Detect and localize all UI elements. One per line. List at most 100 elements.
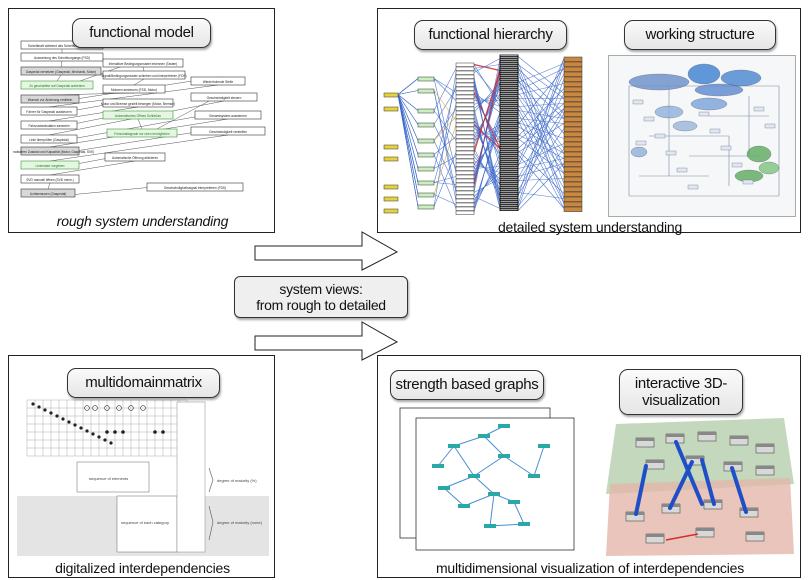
fh-link xyxy=(433,104,457,183)
fh-node xyxy=(499,172,519,176)
fh-link xyxy=(517,104,565,174)
sg-edge xyxy=(473,475,495,495)
fh-node xyxy=(499,98,519,102)
sg-edge xyxy=(473,455,505,477)
fm-node-label: Automatische Öffnung aktivieren xyxy=(112,156,158,160)
mdm-dot xyxy=(153,430,157,434)
fh-link xyxy=(517,88,565,137)
fh-link xyxy=(473,156,501,185)
working-structure-diagram xyxy=(608,55,796,217)
mdm-dot xyxy=(43,408,47,412)
fh-node xyxy=(499,182,519,186)
fh-node xyxy=(499,106,519,110)
fh-link xyxy=(473,124,501,173)
fm-node xyxy=(102,110,174,120)
fh-link xyxy=(397,94,419,125)
fh-link xyxy=(473,166,501,201)
fh-link xyxy=(517,154,565,209)
fh-link xyxy=(517,64,565,99)
mdm-block xyxy=(76,461,150,493)
fm-node xyxy=(20,66,102,76)
mdm-dot xyxy=(49,411,53,415)
mdm-dot xyxy=(67,420,71,424)
fh-link xyxy=(517,118,565,124)
functional-model-caption: rough system understanding xyxy=(56,213,229,229)
v3d-link xyxy=(700,458,716,506)
fh-link xyxy=(517,68,565,114)
detailed-understanding-caption: detailed system understanding xyxy=(497,219,683,235)
fh-node xyxy=(455,162,475,167)
fm-node xyxy=(102,58,184,68)
mdm-ring xyxy=(92,405,98,411)
fm-node xyxy=(102,84,166,94)
fh-node xyxy=(563,111,583,117)
fh-link xyxy=(473,64,501,107)
fh-node xyxy=(455,166,475,171)
fh-node xyxy=(383,156,399,162)
fh-link xyxy=(433,182,457,185)
fh-link xyxy=(397,94,419,169)
fh-node xyxy=(455,182,475,187)
fh-link xyxy=(433,152,457,207)
sg-edge xyxy=(513,501,525,525)
fh-link xyxy=(433,194,457,205)
fh-node xyxy=(499,162,519,166)
mdm-ring xyxy=(116,405,122,411)
fh-node xyxy=(455,110,475,115)
fh-link xyxy=(517,134,565,159)
mdm-ring xyxy=(128,405,134,411)
mdm-dot xyxy=(73,423,77,427)
fh-node xyxy=(499,174,519,178)
fh-link xyxy=(517,58,565,163)
fh-link xyxy=(473,84,501,197)
fh-link xyxy=(397,94,419,141)
v3d-box-top xyxy=(646,460,664,463)
fh-link xyxy=(473,88,501,109)
fh-node xyxy=(499,190,519,194)
fh-node xyxy=(455,62,475,67)
fh-node xyxy=(455,74,475,79)
fh-node xyxy=(563,101,583,107)
multidomainmatrix-caption: digitalized interdependencies xyxy=(55,560,230,576)
mdm-ring xyxy=(104,405,110,411)
fh-node xyxy=(499,124,519,128)
fh-node xyxy=(499,188,519,192)
fm-node-label: Geschwindigkeit steuern xyxy=(207,96,242,100)
fh-node xyxy=(499,178,519,182)
fh-node xyxy=(417,152,435,158)
fh-link xyxy=(517,103,565,141)
fh-node xyxy=(499,128,519,132)
fh-node xyxy=(499,122,519,126)
sg-node xyxy=(538,444,550,448)
mdm-dot xyxy=(91,432,95,436)
fh-link xyxy=(517,92,565,154)
mdm-brace xyxy=(208,505,214,541)
fm-node xyxy=(20,52,104,62)
v3d-box-top xyxy=(756,444,774,447)
functional-model-graph: Schnittkraft während des Schnittvorgangs… xyxy=(13,40,266,198)
fh-node xyxy=(499,204,519,208)
fm-node-label: Automatisieren Zustand und Kapazität (Mo… xyxy=(13,150,94,154)
fm-node-label: Gesamtsystem aussteuern xyxy=(209,114,247,118)
fh-node xyxy=(499,110,519,114)
fm-node-label: Zu geschaltete auf Gaspedal aufsetzen xyxy=(29,84,85,88)
fh-node xyxy=(563,121,583,127)
fh-node xyxy=(499,76,519,80)
fh-link xyxy=(473,130,501,169)
fh-node xyxy=(563,166,583,172)
fh-node xyxy=(499,130,519,134)
fh-node xyxy=(499,184,519,188)
fh-link xyxy=(517,93,565,179)
fh-link xyxy=(473,136,501,165)
sg-edge xyxy=(489,493,495,527)
fh-link xyxy=(473,124,501,185)
interactive-3d-image xyxy=(606,404,794,558)
fh-link xyxy=(397,78,419,95)
fm-connector xyxy=(49,134,229,162)
fh-node xyxy=(499,150,519,154)
fm-connector xyxy=(60,60,63,68)
fm-node-label: Signal/Bedingungsmuster schieben und int… xyxy=(101,74,186,78)
fh-node xyxy=(499,146,519,150)
fm-node-label: Motoren ansteuern (FSD, Motor) xyxy=(111,88,157,92)
fh-node xyxy=(455,178,475,183)
